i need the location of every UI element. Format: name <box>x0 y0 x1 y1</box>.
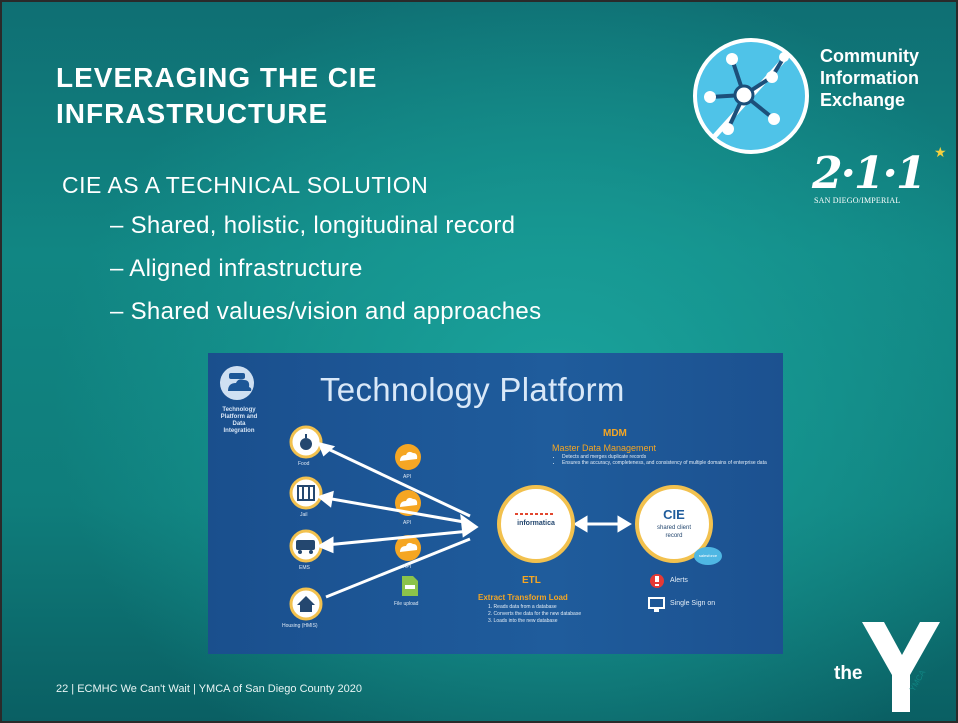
figure-graphics <box>220 366 722 621</box>
jail-icon <box>289 476 323 510</box>
salesforce-label: salesforce <box>698 553 718 558</box>
cie-record-sub: shared client <box>656 525 692 531</box>
cloud-api-icon <box>395 490 421 516</box>
etl-steps: 1. Reads data from a database 2. Convert… <box>478 604 581 625</box>
figure-title: Technology Platform <box>320 371 625 408</box>
slide-subtitle: CIE AS A TECHNICAL SOLUTION <box>62 172 429 198</box>
mdm-bullet: Detects and merges duplicate records <box>562 454 774 460</box>
ymca-y-icon: YMCA <box>862 622 940 712</box>
data-flow-arrows <box>316 441 479 599</box>
cie-logo-line: Information <box>820 68 919 88</box>
cie-logo-line: Exchange <box>820 90 906 110</box>
etl-step: 2. Converts the data for the new databas… <box>488 611 582 617</box>
source-label: Food <box>298 461 310 467</box>
logo-211-subtitle: SAN DIEGO/IMPERIAL <box>814 196 901 205</box>
cloud-api-icon <box>395 535 421 561</box>
slide-footer: 22 | ECMHC We Can't Wait | YMCA of San D… <box>56 683 362 695</box>
bullet-item: – Shared, holistic, longitudinal record <box>110 212 516 239</box>
logo-211: 2·1·1 ★ SAN DIEGO/IMPERIAL <box>812 144 952 212</box>
cie-logo-line: Community <box>820 46 919 66</box>
cie-record-title: CIE <box>663 507 685 522</box>
home-icon <box>289 587 323 621</box>
file-upload-icon <box>402 576 418 596</box>
etl-step: 3. Loads into the new database <box>488 618 558 624</box>
api-label: API <box>403 474 412 480</box>
star-icon: ★ <box>934 144 947 160</box>
bullet-item: – Shared values/vision and approaches <box>110 298 542 325</box>
file-upload-label: File upload <box>394 601 419 607</box>
ymca-logo: YMCA the <box>822 617 942 717</box>
food-icon <box>289 425 323 459</box>
ymca-the-text: the <box>834 663 863 684</box>
mdm-subtitle: Master Data Management <box>552 443 657 453</box>
mdm-bullet: Ensures the accuracy, completeness, and … <box>562 460 774 466</box>
etl-subtitle: Extract Transform Load <box>478 593 568 602</box>
alerts-label: Alerts <box>670 577 688 584</box>
mdm-title: MDM <box>603 428 627 439</box>
cie-record-sub: record <box>665 533 683 539</box>
source-label: Jail <box>300 512 308 518</box>
technology-platform-figure: Technology Platform Technology Platform … <box>208 353 783 654</box>
sso-label: Single Sign on <box>670 600 716 607</box>
source-label: Housing (HMIS) <box>282 623 318 629</box>
figure-sidebar-label: Technology Platform and Data Integration <box>220 407 258 434</box>
api-label: API <box>403 564 412 570</box>
monitor-icon <box>648 597 665 612</box>
cie-logo-text: Community Information Exchange <box>820 45 919 111</box>
logo-211-number: 2·1·1 <box>812 148 926 199</box>
etl-step: 1. Reads data from a database <box>488 604 557 610</box>
bullet-item: – Aligned infrastructure <box>110 255 363 282</box>
cie-record-circle <box>635 485 713 563</box>
informatica-label: informatica <box>517 520 555 527</box>
cie-logo: Community Information Exchange <box>692 27 942 154</box>
double-arrow-icon <box>573 515 632 533</box>
bullet-list: – Shared, holistic, longitudinal record … <box>110 214 541 343</box>
network-icon <box>693 38 809 154</box>
source-label: EMS <box>299 565 310 571</box>
informatica-circle <box>497 485 575 563</box>
etl-title: ETL <box>522 575 541 586</box>
salesforce-cloud-icon <box>694 547 722 565</box>
slide-title: LEVERAGING THE CIE INFRASTRUCTURE <box>56 62 378 129</box>
ambulance-icon <box>289 529 323 563</box>
api-label: API <box>403 520 412 526</box>
cloud-api-icon <box>395 444 421 470</box>
mdm-bullets: Detects and merges duplicate records Ens… <box>552 454 774 466</box>
